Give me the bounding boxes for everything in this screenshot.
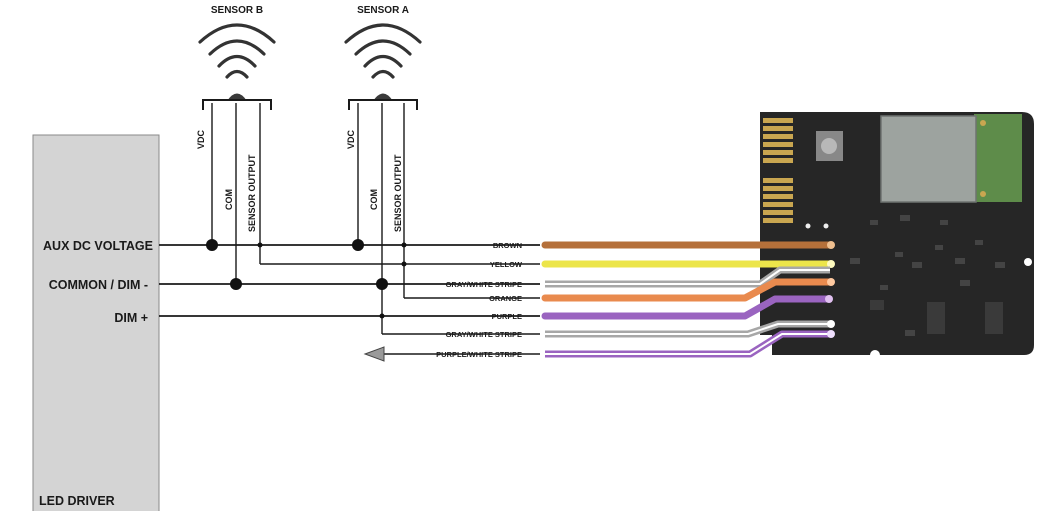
- cap-off-arrow-icon: [363, 346, 385, 362]
- wire-label-purple-white: PURPLE/WHITE STRIPE: [436, 350, 522, 359]
- led-driver-box: [32, 134, 160, 511]
- wire-label-gray-white-1: GRAY/WHITE STRIPE: [446, 280, 522, 289]
- junction-dot: [401, 242, 407, 248]
- wire-label-purple: PURPLE: [492, 312, 522, 321]
- wire-orange: [541, 278, 835, 302]
- sensor-a-signal-icon: [344, 23, 422, 79]
- junction-dot: [257, 242, 263, 248]
- gold-contacts: [763, 118, 793, 223]
- wire-label-yellow: YELLOW: [490, 260, 523, 269]
- sensor-b-leads: [211, 103, 402, 284]
- junction-dot: [379, 313, 385, 319]
- sensor-a-output-label: SENSOR OUTPUT: [393, 154, 403, 232]
- sensor-b-signal-icon: [198, 23, 276, 79]
- wire-label-brown: BROWN: [493, 241, 522, 250]
- sensor-b-head-icon: [202, 93, 272, 110]
- junction-dot: [401, 261, 407, 267]
- wire-gray-white-1: [545, 266, 830, 288]
- wire-label-gray-white-2: GRAY/WHITE STRIPE: [446, 330, 522, 339]
- terminal-aux-dc-voltage: AUX DC VOLTAGE: [43, 239, 153, 253]
- control-board: [760, 112, 1034, 355]
- sensor-b-com-label: COM: [224, 189, 234, 210]
- sensor-a-head-icon: [348, 93, 418, 110]
- colored-wires: [541, 241, 835, 358]
- sensor-a-com-label: COM: [369, 189, 379, 210]
- sensor-b-title: SENSOR B: [211, 5, 263, 16]
- wire-label-orange: ORANGE: [489, 294, 522, 303]
- sensor-a-leads: [357, 103, 540, 335]
- junction-dot: [230, 278, 242, 290]
- terminal-dim-plus: DIM +: [114, 311, 148, 325]
- wire-purple: [541, 295, 833, 320]
- junction-dot: [376, 278, 388, 290]
- sensor-b-output-label: SENSOR OUTPUT: [247, 154, 257, 232]
- relay-component: [880, 115, 977, 203]
- sensor-b-vdc-label: VDC: [196, 129, 206, 149]
- wire-brown: [541, 241, 835, 249]
- pcb-green-module: [974, 114, 1022, 202]
- wire-purple-white: [545, 330, 835, 358]
- sensor-a-title: SENSOR A: [357, 5, 409, 16]
- wire-yellow: [541, 260, 835, 268]
- junction-dot: [352, 239, 364, 251]
- led-driver-title: LED DRIVER: [39, 494, 115, 508]
- terminal-common-dim-minus: COMMON / DIM -: [49, 278, 148, 292]
- wire-gray-white-2: [545, 320, 835, 338]
- sensor-a-vdc-label: VDC: [346, 129, 356, 149]
- junction-dot: [206, 239, 218, 251]
